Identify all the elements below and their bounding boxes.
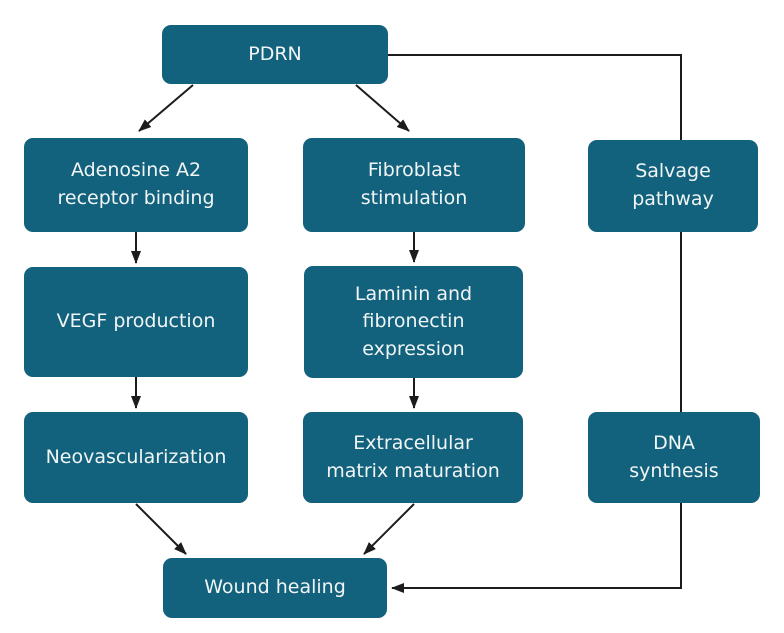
node-extracellular-matrix-maturation: Extracellular matrix maturation bbox=[303, 412, 523, 503]
node-dna-synthesis: DNA synthesis bbox=[588, 412, 760, 503]
node-laminin-fibronectin-expression: Laminin and fibronectin expression bbox=[304, 266, 523, 378]
node-adenosine-a2-receptor-binding: Adenosine A2 receptor binding bbox=[24, 138, 248, 232]
edge-pdrn-adenosine bbox=[138, 84, 194, 132]
edge-ecm-wound bbox=[363, 503, 415, 555]
node-fibroblast-stimulation: Fibroblast stimulation bbox=[303, 138, 525, 232]
edge-pdrn-fibroblast bbox=[355, 84, 410, 132]
node-pdrn: PDRN bbox=[162, 25, 388, 84]
edge-pdrn-salvage-dna-wound bbox=[388, 54, 682, 593]
node-vegf-production: VEGF production bbox=[24, 267, 248, 377]
node-wound-healing: Wound healing bbox=[163, 558, 387, 618]
node-salvage-pathway: Salvage pathway bbox=[588, 140, 758, 232]
edge-neovascularization-wound bbox=[135, 503, 187, 555]
node-neovascularization: Neovascularization bbox=[24, 412, 248, 503]
